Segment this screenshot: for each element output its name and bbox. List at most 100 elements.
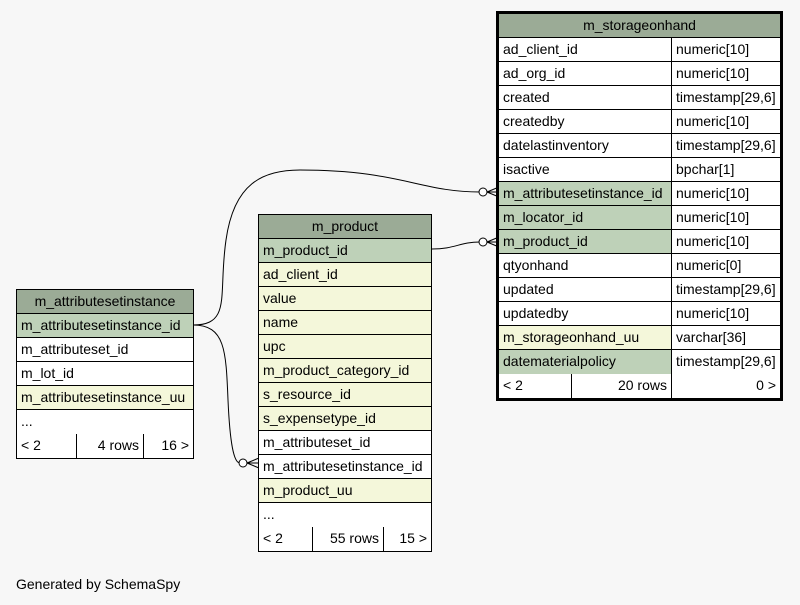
column-name[interactable]: created: [499, 86, 671, 110]
column-name[interactable]: isactive: [499, 158, 671, 182]
table-title: m_product: [259, 215, 431, 239]
column-name[interactable]: ad_client_id: [259, 263, 431, 287]
column-name[interactable]: s_expensetype_id: [259, 407, 431, 431]
edge-optional-marker: [478, 237, 488, 247]
table-column-row[interactable]: m_product_uu: [259, 479, 431, 503]
column-type: numeric[10]: [671, 230, 780, 254]
column-type: numeric[10]: [671, 182, 780, 206]
table-footer: < 2 55 rows 15 >: [259, 527, 431, 551]
column-type: timestamp[29,6]: [671, 86, 780, 110]
column-name[interactable]: updatedby: [499, 302, 671, 326]
table-column-row[interactable]: s_resource_id: [259, 383, 431, 407]
table-column-row[interactable]: m_attributesetinstance_uu: [17, 386, 193, 410]
table-column-row[interactable]: m_attributeset_id: [259, 431, 431, 455]
column-name[interactable]: datematerialpolicy: [499, 350, 671, 374]
table-column-row[interactable]: m_product_category_id: [259, 359, 431, 383]
table-column-row[interactable]: upc: [259, 335, 431, 359]
column-name[interactable]: m_attributesetinstance_uu: [17, 386, 193, 410]
column-name[interactable]: m_product_id: [499, 230, 671, 254]
column-name[interactable]: createdby: [499, 110, 671, 134]
footer-parents[interactable]: < 2: [503, 377, 523, 393]
column-type: numeric[10]: [671, 302, 780, 326]
table-column-row[interactable]: m_product_id: [259, 239, 431, 263]
column-name[interactable]: m_attributesetinstance_id: [499, 182, 671, 206]
column-name[interactable]: updated: [499, 278, 671, 302]
footer-parents[interactable]: < 2: [263, 530, 283, 546]
footer-row-count: 4 rows: [76, 434, 143, 458]
edge-crowfoot-marker: [246, 457, 260, 469]
table-column-row[interactable]: name: [259, 311, 431, 335]
column-name[interactable]: name: [259, 311, 431, 335]
table-column-row[interactable]: s_expensetype_id: [259, 407, 431, 431]
table-title: m_storageonhand: [499, 14, 780, 38]
column-name[interactable]: m_attributesetinstance_id: [259, 455, 431, 479]
column-type: numeric[10]: [671, 206, 780, 230]
column-name[interactable]: datelastinventory: [499, 134, 671, 158]
column-name[interactable]: m_product_id: [259, 239, 431, 263]
edge-optional-marker: [238, 458, 248, 468]
column-type: bpchar[1]: [671, 158, 780, 182]
column-name[interactable]: value: [259, 287, 431, 311]
column-name[interactable]: m_attributesetinstance_id: [17, 314, 193, 338]
column-name[interactable]: m_locator_id: [499, 206, 671, 230]
footer-children[interactable]: 0 >: [671, 374, 780, 398]
table-column-row[interactable]: m_attributesetinstance_id: [259, 455, 431, 479]
column-name[interactable]: m_storageonhand_uu: [499, 326, 671, 350]
footer-row-count: 55 rows: [312, 527, 383, 551]
table-column-row[interactable]: m_attributeset_id: [17, 338, 193, 362]
column-name[interactable]: m_product_uu: [259, 479, 431, 503]
edge-storageonhand-to-attributesetinstance: [192, 169, 481, 326]
column-name[interactable]: s_resource_id: [259, 383, 431, 407]
column-name[interactable]: qtyonhand: [499, 254, 671, 278]
column-type: varchar[36]: [671, 326, 780, 350]
column-type: timestamp[29,6]: [671, 350, 780, 374]
table-column-row[interactable]: m_lot_id: [17, 362, 193, 386]
generated-by-label: Generated by SchemaSpy: [16, 576, 181, 592]
table-column-row[interactable]: ...: [259, 503, 431, 527]
column-name[interactable]: m_lot_id: [17, 362, 193, 386]
footer-children[interactable]: 15 >: [383, 527, 431, 551]
column-type: numeric[10]: [671, 62, 780, 86]
column-name[interactable]: ad_org_id: [499, 62, 671, 86]
table-column-row[interactable]: ad_client_id: [259, 263, 431, 287]
column-name[interactable]: m_product_category_id: [259, 359, 431, 383]
column-type: numeric[10]: [671, 38, 780, 62]
column-name[interactable]: upc: [259, 335, 431, 359]
column-type: numeric[10]: [671, 110, 780, 134]
edge-storageonhand-to-product: [431, 241, 481, 250]
footer-parents[interactable]: < 2: [21, 437, 41, 453]
column-name[interactable]: ...: [259, 503, 431, 527]
column-name[interactable]: m_attributeset_id: [17, 338, 193, 362]
table-column-row[interactable]: value: [259, 287, 431, 311]
table-column-row[interactable]: m_attributesetinstance_id: [17, 314, 193, 338]
table-title: m_attributesetinstance: [17, 290, 193, 314]
table-column-row[interactable]: ...: [17, 410, 193, 434]
table-footer: < 2 20 rows 0 >: [499, 374, 780, 398]
footer-children[interactable]: 16 >: [143, 434, 193, 458]
column-type: timestamp[29,6]: [671, 134, 780, 158]
column-name[interactable]: m_attributeset_id: [259, 431, 431, 455]
edge-product-to-attributesetinstance: [192, 324, 241, 464]
table-m-attributesetinstance[interactable]: m_attributesetinstance m_attributesetins…: [16, 289, 194, 459]
column-type: numeric[0]: [671, 254, 780, 278]
table-footer: < 2 4 rows 16 >: [17, 434, 193, 458]
column-name[interactable]: ad_client_id: [499, 38, 671, 62]
edge-optional-marker: [478, 187, 488, 197]
column-name[interactable]: ...: [17, 410, 193, 434]
